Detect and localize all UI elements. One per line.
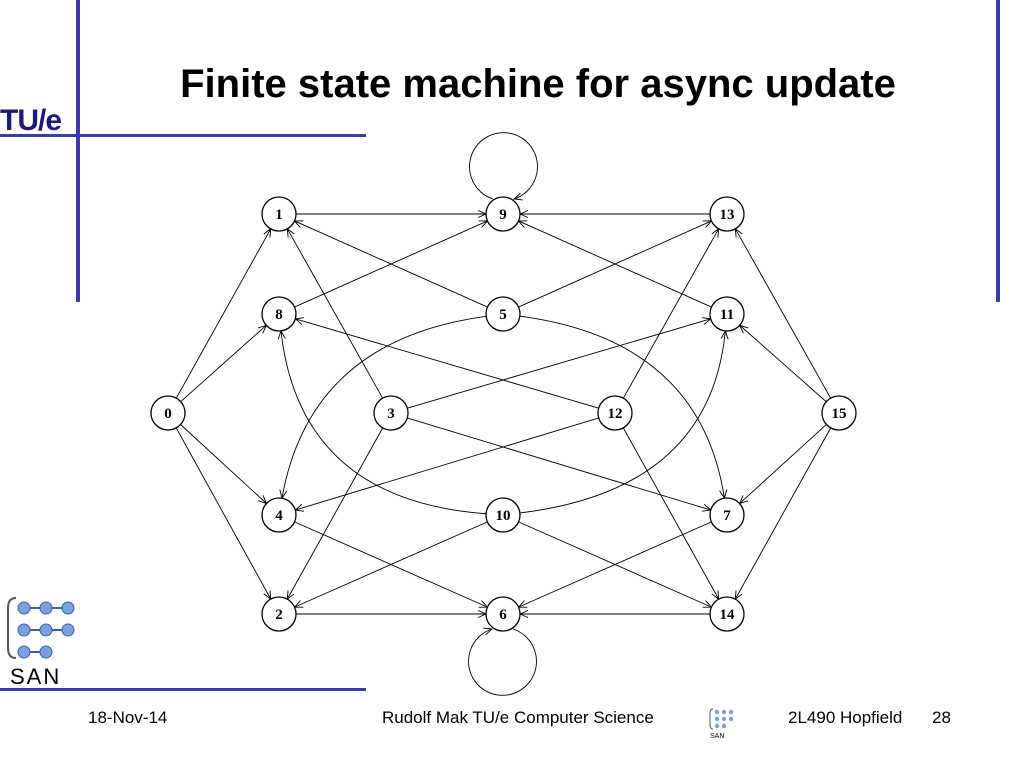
state-node-label: 13 xyxy=(720,207,735,223)
edge-0-to-1 xyxy=(175,229,270,399)
slide-title: Finite state machine for async update xyxy=(180,62,896,106)
edge-15-to-13 xyxy=(735,229,832,399)
footer-course: 2L490 Hopfield xyxy=(788,708,903,727)
state-node-label: 4 xyxy=(275,508,283,524)
edge-10-to-11 xyxy=(519,331,725,514)
state-node-label: 8 xyxy=(275,307,283,323)
state-node-circle xyxy=(485,596,521,632)
footer-rule xyxy=(0,688,366,691)
state-node-circle xyxy=(821,395,857,431)
edge-12-to-8 xyxy=(295,319,599,409)
state-node-circle xyxy=(261,497,297,533)
footer-author: Rudolf Mak TU/e Computer Science xyxy=(382,708,654,727)
edge-3-to-7 xyxy=(407,417,710,510)
state-node-label: 7 xyxy=(723,508,731,524)
state-node-label: 5 xyxy=(499,307,507,323)
state-node-14: 14 xyxy=(709,596,745,632)
state-node-label: 15 xyxy=(832,406,847,422)
footer-date: 18-Nov-14 xyxy=(88,708,168,727)
state-node-circle xyxy=(597,395,633,431)
edge-0-to-4 xyxy=(180,424,267,504)
state-node-5: 5 xyxy=(485,296,521,332)
state-node-circle xyxy=(261,196,297,232)
state-node-label: 11 xyxy=(720,307,734,323)
state-node-15: 15 xyxy=(821,395,857,431)
tue-logo: TU/e xyxy=(0,104,62,137)
state-node-3: 3 xyxy=(373,395,409,431)
edge-3-to-11 xyxy=(407,319,710,409)
state-node-circle xyxy=(261,296,297,332)
state-node-circle xyxy=(709,497,745,533)
edge-5-to-7 xyxy=(519,315,725,498)
state-node-0: 0 xyxy=(150,395,186,431)
state-node-circle xyxy=(485,497,521,533)
edge-15-to-11 xyxy=(740,325,827,403)
state-node-8: 8 xyxy=(261,296,297,332)
edge-15-to-14 xyxy=(735,427,832,599)
edge-15-to-7 xyxy=(740,424,827,503)
edge-12-to-13 xyxy=(622,229,718,399)
edge-10-to-8 xyxy=(281,331,487,515)
header-rule xyxy=(0,134,366,137)
edge-0-to-2 xyxy=(175,427,271,599)
state-node-label: 0 xyxy=(164,406,172,422)
edge-5-to-13 xyxy=(518,221,712,308)
state-node-circle xyxy=(150,395,186,431)
state-node-12: 12 xyxy=(597,395,633,431)
edge-12-to-4 xyxy=(295,417,599,510)
state-node-circle xyxy=(709,196,745,232)
edge-3-to-2 xyxy=(287,427,384,599)
state-node-9: 9 xyxy=(485,196,521,232)
state-node-circle xyxy=(373,395,409,431)
footer-san-icon xyxy=(709,708,734,730)
state-node-circle xyxy=(709,296,745,332)
edge-5-to-4 xyxy=(282,315,487,498)
edge-0-to-8 xyxy=(180,325,267,403)
edge-12-to-14 xyxy=(622,427,718,599)
edge-3-to-1 xyxy=(287,229,384,399)
state-node-10: 10 xyxy=(485,497,521,533)
left-vertical-rule xyxy=(76,0,80,302)
footer-page-number: 28 xyxy=(932,708,951,727)
self-loop-6 xyxy=(468,629,537,696)
edge-10-to-14 xyxy=(518,521,712,607)
state-node-2: 2 xyxy=(261,596,297,632)
state-node-label: 2 xyxy=(275,607,283,623)
san-logo-icon xyxy=(7,597,75,659)
state-node-circle xyxy=(485,296,521,332)
state-node-label: 12 xyxy=(608,406,623,422)
state-node-1: 1 xyxy=(261,196,297,232)
state-node-13: 13 xyxy=(709,196,745,232)
edge-5-to-1 xyxy=(295,221,488,308)
state-node-circle xyxy=(261,596,297,632)
state-node-label: 10 xyxy=(496,508,511,524)
state-node-7: 7 xyxy=(709,497,745,533)
state-node-label: 14 xyxy=(720,607,736,623)
right-vertical-rule xyxy=(996,0,1000,302)
state-node-6: 6 xyxy=(485,596,521,632)
state-node-circle xyxy=(485,196,521,232)
san-logo-text: SAN xyxy=(10,664,62,689)
state-node-4: 4 xyxy=(261,497,297,533)
footer-san-text: SAN xyxy=(710,733,725,740)
state-node-circle xyxy=(709,596,745,632)
state-node-label: 9 xyxy=(499,207,507,223)
state-node-label: 1 xyxy=(275,207,283,223)
state-node-label: 6 xyxy=(499,607,507,623)
self-loop-9 xyxy=(469,132,538,199)
edge-10-to-2 xyxy=(295,521,488,607)
edges-layer xyxy=(175,132,832,696)
state-node-11: 11 xyxy=(709,296,745,332)
state-node-label: 3 xyxy=(387,406,395,422)
